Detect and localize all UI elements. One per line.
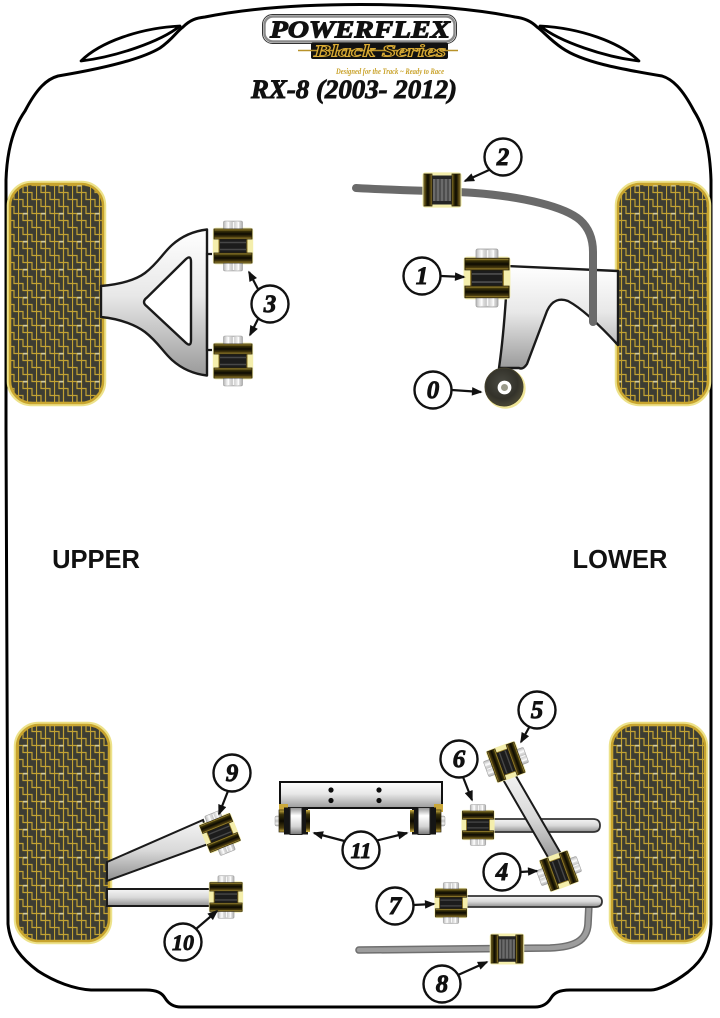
svg-text:3: 3	[263, 291, 277, 318]
svg-text:Black Series: Black Series	[312, 42, 446, 61]
svg-text:0: 0	[427, 377, 440, 404]
svg-text:10: 10	[172, 930, 194, 955]
svg-text:Designed for the Track ~ Ready: Designed for the Track ~ Ready to Race	[335, 66, 444, 76]
svg-text:2: 2	[496, 144, 510, 171]
svg-text:8: 8	[436, 971, 449, 998]
svg-text:4: 4	[495, 859, 509, 886]
svg-text:9: 9	[226, 760, 239, 787]
svg-text:RX-8 (2003- 2012): RX-8 (2003- 2012)	[250, 75, 457, 104]
svg-text:11: 11	[351, 838, 372, 863]
svg-text:1: 1	[416, 263, 429, 290]
svg-text:7: 7	[389, 893, 403, 920]
svg-text:6: 6	[453, 746, 466, 773]
svg-text:5: 5	[531, 697, 544, 724]
svg-text:POWERFLEX: POWERFLEX	[269, 18, 451, 44]
svg-text:UPPER: UPPER	[52, 546, 140, 574]
svg-text:LOWER: LOWER	[573, 546, 668, 574]
